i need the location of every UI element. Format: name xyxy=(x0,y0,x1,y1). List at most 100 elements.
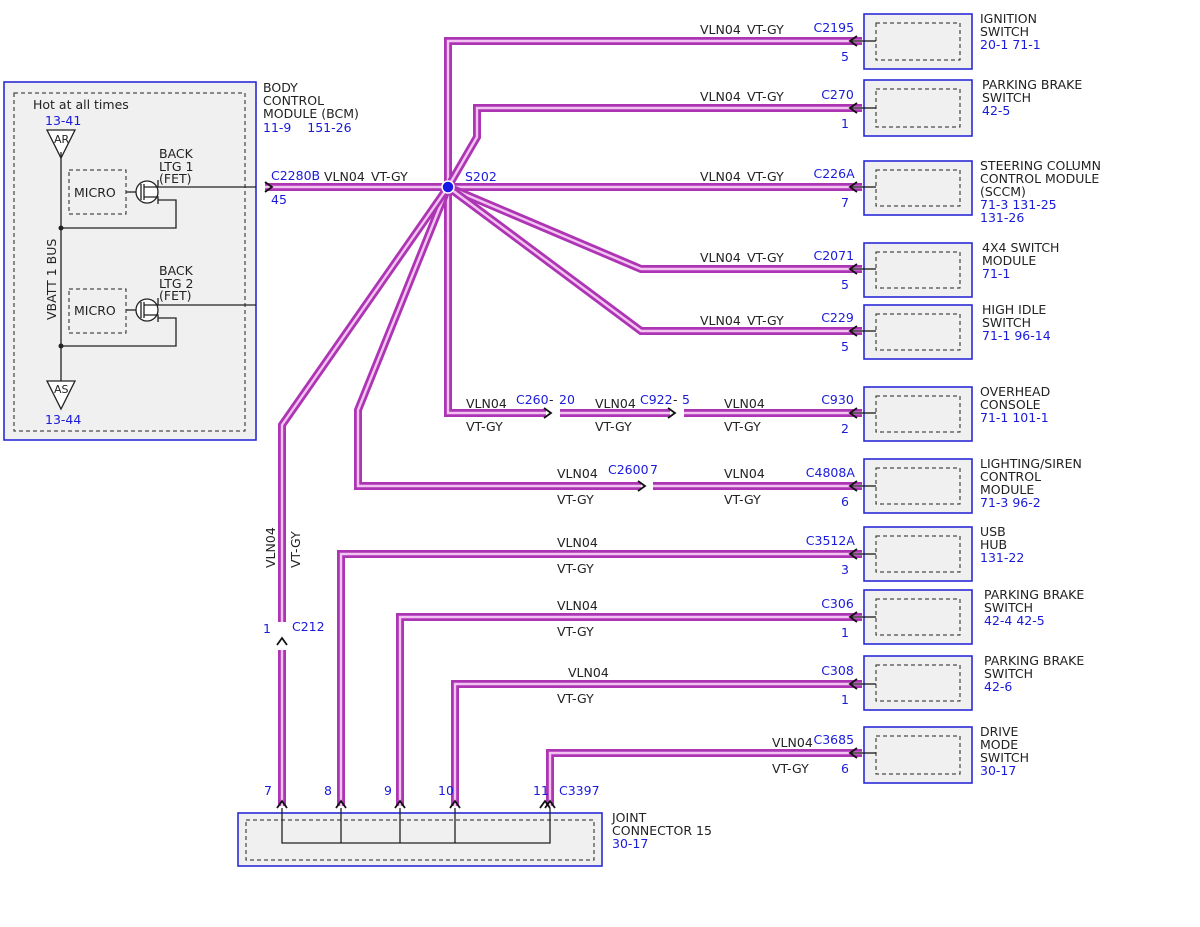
module-refs: 42-4 42-5 xyxy=(984,613,1045,628)
module-inner-dashed xyxy=(875,467,961,505)
module-connector-label: C229 xyxy=(821,310,854,325)
wire-color-c212: VT-GY xyxy=(288,531,303,568)
bcm-refs: 11-9 151-26 xyxy=(263,120,352,135)
module-box xyxy=(863,160,973,216)
module-title-line: CONSOLE xyxy=(980,397,1041,412)
joint-arrow-3 xyxy=(449,799,461,809)
module-title-line: SWITCH xyxy=(980,24,1029,39)
wire-c4808a xyxy=(354,185,862,490)
joint-pin-9: 9 xyxy=(384,783,392,798)
as-ref: 13-44 xyxy=(45,412,81,427)
module-connector-pin: 1 xyxy=(841,625,849,640)
wire-c3685 xyxy=(546,749,862,806)
wire-code-c226a: VLN04 xyxy=(700,169,741,184)
module-connector-label: C930 xyxy=(821,392,854,407)
micro-1-label: MICRO xyxy=(74,185,116,200)
c2600-gap xyxy=(641,479,653,493)
module-pin-arrow-7 xyxy=(848,548,858,560)
joint-inner-dashed xyxy=(245,819,595,861)
module-title-line: SWITCH xyxy=(982,90,1031,105)
module-pin-arrow-3 xyxy=(848,263,858,275)
splice-s202-label: S202 xyxy=(465,169,497,184)
module-connector-pin: 5 xyxy=(841,339,849,354)
wire-code-c3685: VLN04 xyxy=(772,735,813,750)
wire-color-bcm: VT-GY xyxy=(371,169,408,184)
wire-c229 xyxy=(445,183,862,335)
c212-label: C212 xyxy=(292,619,325,634)
module-refs: 20-1 71-1 xyxy=(980,37,1041,52)
wire-c308-core xyxy=(453,682,862,806)
module-box xyxy=(863,589,973,645)
wire-code-c2071: VLN04 xyxy=(700,250,741,265)
wire-color-c930-c: VT-GY xyxy=(724,419,761,434)
module-box xyxy=(863,726,973,784)
fuse-ar-label: AR xyxy=(54,133,70,146)
c922-pin: 5 xyxy=(682,392,690,407)
module-refs: 71-3 96-2 xyxy=(980,495,1041,510)
bcm-module: Hot at all times 13-41 AR VBATT 1 BUS AS… xyxy=(3,80,359,441)
fet-2-source xyxy=(144,314,159,322)
wire-color-c4808a-a: VT-GY xyxy=(557,492,594,507)
c2600-pin: 7 xyxy=(650,462,658,477)
module-refs: 71-1 101-1 xyxy=(980,410,1049,425)
hot-at-all-times-label: Hot at all times xyxy=(33,97,129,112)
module-pin-arrow-0 xyxy=(848,35,858,47)
module-pin-arrow-6 xyxy=(848,480,858,492)
wire-c2195-core xyxy=(446,39,862,187)
c260-dash: - xyxy=(549,392,554,407)
wire-c270 xyxy=(444,104,862,190)
module-inner-dashed xyxy=(875,22,961,61)
fet-1-icon xyxy=(135,180,159,204)
joint-arrow-1 xyxy=(335,799,347,809)
bcm-title-2: CONTROL xyxy=(263,93,324,108)
module-connector-label: C2195 xyxy=(814,20,855,35)
fet-2-line-2: LTG 2 xyxy=(159,276,194,291)
module-title-line: PARKING BRAKE xyxy=(984,653,1084,668)
wire-color-c229: VT-GY xyxy=(747,313,784,328)
c212-gap xyxy=(273,638,291,650)
micro-2-label: MICRO xyxy=(74,303,116,318)
wire-color-c308: VT-GY xyxy=(557,691,594,706)
module-box xyxy=(863,458,973,514)
module-box xyxy=(863,526,973,582)
joint-arrow-11b xyxy=(539,799,551,809)
fet-1-line-3: (FET) xyxy=(159,171,191,186)
module-inner-dashed xyxy=(875,735,961,775)
module-connector-pin: 6 xyxy=(841,494,849,509)
module-title-line: (SCCM) xyxy=(980,184,1026,199)
bcm-title-3: MODULE (BCM) xyxy=(263,106,359,121)
inline-connectors: C260 - 20 C922 - 5 C2600 7 C212 1 xyxy=(263,392,690,636)
bcm-title-1: BODY xyxy=(263,80,298,95)
joint-arrow-2 xyxy=(394,799,406,809)
module-connector-pin: 6 xyxy=(841,761,849,776)
module-title-line: CONTROL MODULE xyxy=(980,171,1099,186)
fet-1-return xyxy=(61,199,177,229)
module-inner-dashed xyxy=(875,169,961,207)
wire-color-c2071: VT-GY xyxy=(747,250,784,265)
wire-c270-core xyxy=(446,106,862,188)
module-title-line: HUB xyxy=(980,537,1007,552)
module-title-line: SWITCH xyxy=(980,750,1029,765)
module-refs: 71-1 96-14 xyxy=(982,328,1051,343)
splice-s202-dot xyxy=(441,180,455,194)
wire-code-c4808a-b: VLN04 xyxy=(724,466,765,481)
fuse-ar-icon xyxy=(45,129,77,160)
module-box xyxy=(863,13,973,70)
module-box xyxy=(863,242,973,298)
joint-pin-11: 11 xyxy=(533,783,549,798)
module-box xyxy=(863,304,973,360)
wire-color-c3685: VT-GY xyxy=(772,761,809,776)
module-pin-arrow-4 xyxy=(848,325,858,337)
wire-code-c308: VLN04 xyxy=(568,665,609,680)
module-title-line: SWITCH xyxy=(984,600,1033,615)
wire-code-bcm: VLN04 xyxy=(324,169,365,184)
module-connector-label: C270 xyxy=(821,87,854,102)
wire-c930-core xyxy=(446,187,862,415)
module-pin-arrow-9 xyxy=(848,678,858,690)
wire-harness xyxy=(264,35,862,809)
